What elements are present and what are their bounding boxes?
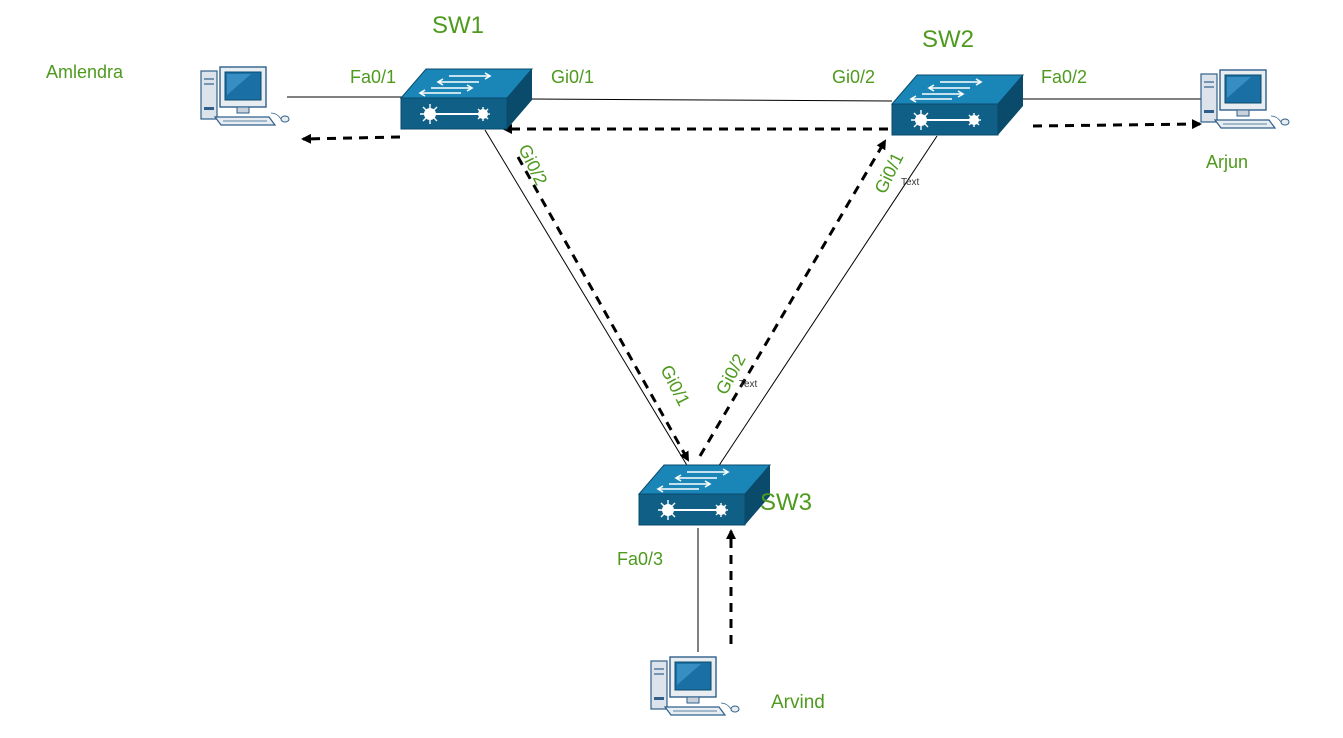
port-sw2-fa0-2: Fa0/2 <box>1041 67 1087 87</box>
host-amlendra-label: Amlendra <box>46 62 124 82</box>
text-annotation-sw3: Text <box>739 379 758 390</box>
host-arjun-icon[interactable] <box>1200 69 1290 129</box>
link-sw2-sw3 <box>717 135 938 468</box>
flow-sw2-to-arjun <box>1032 119 1202 130</box>
link-sw1-sw2 <box>529 98 893 102</box>
port-sw3-fa0-3: Fa0/3 <box>617 549 663 569</box>
sw2-label: SW2 <box>922 26 974 53</box>
port-sw1-gi0-1: Gi0/1 <box>551 67 594 87</box>
host-arvind-icon[interactable] <box>650 656 740 716</box>
port-sw3-gi0-2: Gi0/2 <box>712 350 750 397</box>
host-amlendra-icon[interactable] <box>200 66 290 126</box>
switch-sw2-icon[interactable] <box>891 74 1024 136</box>
text-annotation-sw2: Text <box>901 177 920 188</box>
sw1-label: SW1 <box>432 12 484 39</box>
flow-sw1-to-sw3 <box>516 156 690 462</box>
port-sw3-gi0-1: Gi0/1 <box>656 362 693 409</box>
port-sw2-gi0-2: Gi0/2 <box>832 67 875 87</box>
port-sw1-gi0-2: Gi0/2 <box>514 141 551 188</box>
link-sw1-sw3 <box>484 129 689 468</box>
switch-sw1-icon[interactable] <box>400 68 533 130</box>
physical-links <box>287 96 1203 652</box>
flow-sw3-to-sw2 <box>698 139 887 457</box>
host-arvind-label: Arvind <box>771 692 825 713</box>
traffic-flow <box>301 119 1202 644</box>
host-arjun-label: Arjun <box>1206 152 1248 172</box>
switch-sw3-icon[interactable] <box>638 464 771 526</box>
flow-sw1-to-amlendra <box>301 133 401 144</box>
port-sw1-fa0-1: Fa0/1 <box>350 67 396 87</box>
sw3-label: SW3 <box>760 489 812 516</box>
